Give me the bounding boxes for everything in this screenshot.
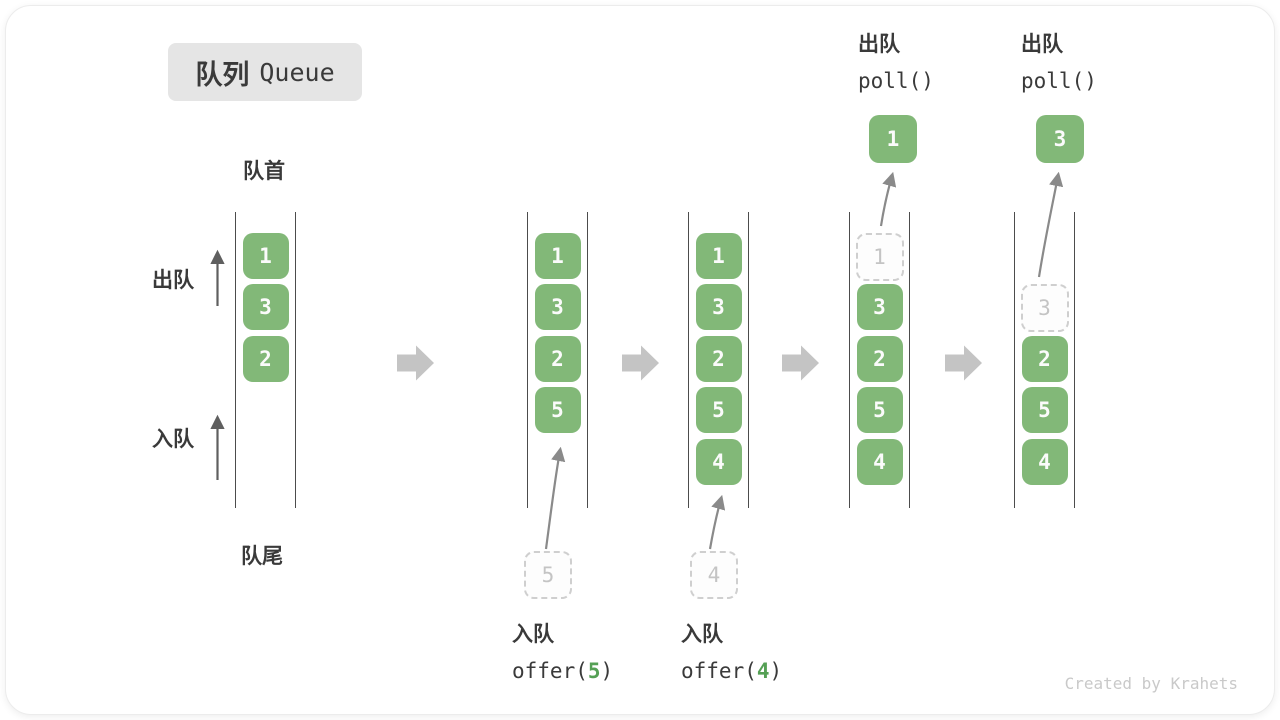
queue-element: 3 [856,284,903,330]
diagram-card [5,5,1275,715]
credit-text: Created by Krahets [1064,674,1238,693]
queue-element: 4 [695,439,742,485]
dequeue-label: 出队 [152,269,194,292]
code-fn: offer( [681,659,757,683]
removed-element-ghost: 1 [855,233,904,281]
code-arg: 5 [587,659,601,683]
operation-code: poll() [858,69,934,93]
operation-code: poll() [1021,69,1097,93]
offer-4-operation: 入队 offer(4) [681,618,782,683]
queue-state-5: 3 2 5 4 [1014,212,1075,508]
removed-element-ghost: 3 [1020,284,1069,332]
queue-element: 2 [1021,336,1068,382]
operation-label: 入队 [681,623,723,646]
queue-element: 5 [856,387,903,433]
code-arg: 4 [756,659,770,683]
code-close: ) [769,659,783,683]
pending-element-4: 4 [690,551,738,599]
operation-label: 出队 [858,33,900,56]
queue-element: 1 [242,233,289,279]
operation-code: offer(4) [681,659,782,683]
popped-element-3: 3 [1036,115,1084,163]
poll-1-operation: 出队 poll() [858,28,934,93]
queue-element: 5 [534,387,581,433]
queue-element: 3 [534,284,581,330]
operation-label: 入队 [512,623,554,646]
queue-state-4: 1 3 2 5 4 [849,212,910,508]
queue-element: 2 [242,336,289,382]
queue-element: 5 [695,387,742,433]
queue-element: 3 [695,284,742,330]
operation-code: offer(5) [512,659,613,683]
queue-element: 1 [695,233,742,279]
queue-element: 2 [856,336,903,382]
queue-state-3: 1 3 2 5 4 [688,212,749,508]
enqueue-label: 入队 [152,428,194,451]
queue-element: 2 [534,336,581,382]
queue-element: 3 [242,284,289,330]
queue-element: 2 [695,336,742,382]
poll-3-operation: 出队 poll() [1021,28,1097,93]
title-en: Queue [259,57,335,87]
code-fn: offer( [512,659,588,683]
queue-element: 1 [534,233,581,279]
title-box: 队列 Queue [168,43,362,101]
code-close: ) [600,659,614,683]
pending-element-5: 5 [524,551,572,599]
title-zh: 队列 [195,59,250,90]
operation-label: 出队 [1021,33,1063,56]
queue-element: 5 [1021,387,1068,433]
queue-state-1: 1 3 2 [235,212,296,508]
queue-rear-label: 队尾 [241,545,283,568]
queue-element: 4 [856,439,903,485]
queue-front-label: 队首 [243,160,285,183]
popped-element-1: 1 [869,115,917,163]
queue-element: 4 [1021,439,1068,485]
queue-state-2: 1 3 2 5 [527,212,588,508]
offer-5-operation: 入队 offer(5) [512,618,613,683]
